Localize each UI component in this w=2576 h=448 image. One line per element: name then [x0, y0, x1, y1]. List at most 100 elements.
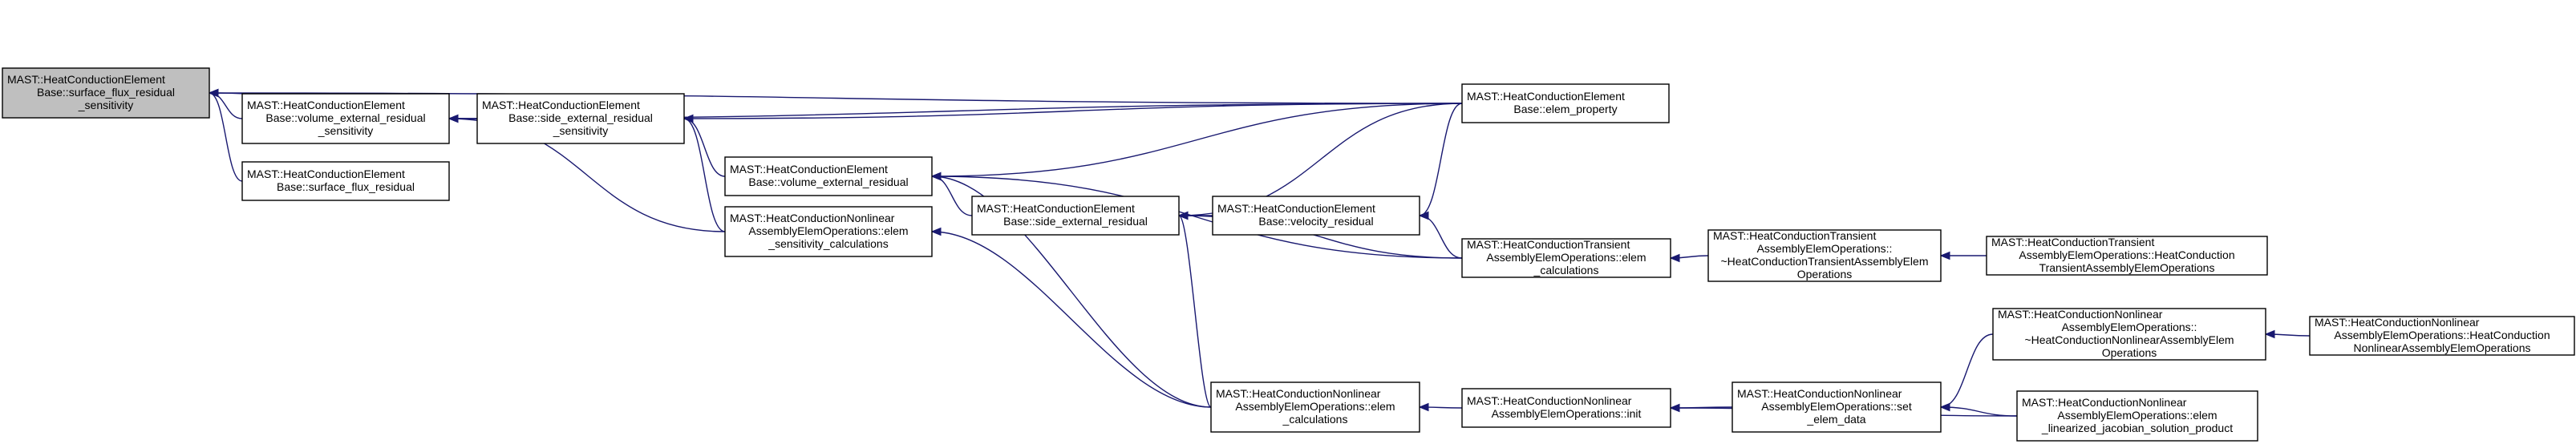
graph-node-n13[interactable]: MAST::HeatConductionNonlinearAssemblyEle…: [1732, 381, 1942, 433]
node-box: [971, 196, 1180, 236]
node-box: [241, 93, 450, 144]
node-box: [2309, 316, 2575, 356]
node-label-line: MAST::HeatConductionNonlinear: [1998, 308, 2163, 321]
arrowhead-icon: [1177, 211, 1189, 220]
node-label-line: MAST::HeatConductionElement: [977, 202, 1135, 215]
arrowhead-icon: [1669, 403, 1680, 413]
node-label-line: _elem_data: [1806, 413, 1865, 426]
arrowhead-icon: [1418, 211, 1429, 220]
edge-n14-to-n12: [1939, 251, 1987, 260]
node-label-line: MAST::HeatConductionElement: [730, 163, 888, 176]
edge-n9-to-n3: [682, 103, 1463, 123]
graph-node-n0[interactable]: MAST::HeatConductionElementBase::surface…: [2, 67, 210, 119]
node-label-line: AssemblyElemOperations::: [1757, 242, 1893, 255]
node-box: [724, 206, 933, 257]
node-label-line: AssemblyElemOperations::elem: [2057, 409, 2217, 422]
graph-node-n12[interactable]: MAST::HeatConductionTransientAssemblyEle…: [1707, 229, 1942, 282]
node-label-line: AssemblyElemOperations::: [2062, 321, 2197, 333]
node-label-line: _calculations: [1533, 264, 1599, 276]
edge-line: [1940, 333, 1994, 408]
graph-node-n2[interactable]: MAST::HeatConductionElementBase::surface…: [241, 161, 450, 201]
graph-node-n7[interactable]: MAST::HeatConductionElementBase::velocit…: [1212, 196, 1420, 236]
graph-node-n17[interactable]: MAST::HeatConductionNonlinearAssemblyEle…: [2309, 316, 2575, 356]
node-label-line: MAST::HeatConductionNonlinear: [1737, 387, 1902, 400]
node-label-line: ~HeatConductionTransientAssemblyElem: [1721, 255, 1929, 268]
node-label-line: Base::side_external_residual: [508, 111, 653, 124]
node-label-line: MAST::HeatConductionNonlinear: [2022, 396, 2187, 409]
arrowhead-icon: [208, 88, 219, 98]
node-label-line: _linearized_jacobian_solution_product: [2041, 422, 2233, 434]
edge-line: [931, 176, 1463, 259]
node-box: [1461, 388, 1671, 428]
edge-line: [683, 103, 1463, 119]
edge-line: [1419, 215, 1463, 259]
edge-n15-to-n13: [1939, 333, 1994, 412]
node-box: [1212, 196, 1420, 236]
node-label-line: Operations: [2102, 346, 2157, 359]
node-label-line: Base::surface_flux_residual: [277, 180, 415, 193]
node-box: [1992, 308, 2266, 361]
graph-node-n14[interactable]: MAST::HeatConductionTransientAssemblyEle…: [1986, 236, 2268, 276]
node-box: [1732, 381, 1942, 433]
node-box: [476, 93, 685, 144]
edge-n2-to-n0: [208, 88, 243, 182]
node-box: [241, 161, 450, 201]
graph-node-n1[interactable]: MAST::HeatConductionElementBase::volume_…: [241, 93, 450, 144]
edge-n9-to-n4: [930, 103, 1463, 181]
node-label-line: AssemblyElemOperations::set: [1761, 400, 1912, 413]
arrowhead-icon: [2264, 329, 2275, 339]
graph-node-n6[interactable]: MAST::HeatConductionElementBase::side_ex…: [971, 196, 1180, 236]
node-label-line: MAST::HeatConductionTransient: [1991, 236, 2154, 248]
node-label-line: MAST::HeatConductionElement: [1467, 90, 1625, 103]
node-label-line: MAST::HeatConductionNonlinear: [1216, 387, 1381, 400]
node-label-line: AssemblyElemOperations::init: [1492, 407, 1642, 420]
edge-n12-to-n10: [1669, 253, 1709, 263]
graph-node-n8[interactable]: MAST::HeatConductionNonlinearAssemblyEle…: [1210, 381, 1420, 433]
edge-line: [931, 176, 973, 216]
graph-node-n9[interactable]: MAST::HeatConductionElementBase::elem_pr…: [1461, 83, 1670, 123]
graph-node-n15[interactable]: MAST::HeatConductionNonlinearAssemblyEle…: [1992, 308, 2266, 361]
arrowhead-icon: [1939, 402, 1950, 412]
node-label-line: MAST::HeatConductionElement: [1217, 202, 1375, 215]
node-label-line: _sensitivity_calculations: [768, 237, 888, 250]
edge-line: [931, 176, 1212, 408]
node-box: [1986, 236, 2268, 276]
node-label-line: Base::volume_external_residual: [748, 176, 908, 188]
arrowhead-icon: [1669, 253, 1680, 263]
graph-node-n5[interactable]: MAST::HeatConductionNonlinearAssemblyEle…: [724, 206, 933, 257]
node-label-line: AssemblyElemOperations::HeatConduction: [2019, 248, 2234, 261]
edge-n11-to-n8: [1418, 402, 1463, 412]
node-label-line: MAST::HeatConductionTransient: [1467, 238, 1630, 251]
node-label-line: _sensitivity: [318, 124, 373, 137]
edge-line: [209, 92, 243, 182]
node-label-line: MAST::HeatConductionNonlinear: [2315, 316, 2480, 329]
edge-n5-to-n3: [682, 114, 726, 232]
node-label-line: MAST::HeatConductionElement: [247, 99, 405, 111]
node-label-line: MAST::HeatConductionElement: [7, 73, 165, 86]
node-label-line: Base::elem_property: [1513, 103, 1617, 115]
edge-line: [209, 92, 1463, 104]
node-label-line: AssemblyElemOperations::HeatConduction: [2334, 329, 2550, 341]
edge-line: [1419, 103, 1463, 216]
arrowhead-icon: [448, 114, 459, 123]
edge-line: [1178, 215, 1212, 408]
edge-line: [931, 103, 1463, 177]
node-box: [1461, 83, 1670, 123]
edge-line: [931, 231, 1212, 408]
node-label-line: TransientAssemblyElemOperations: [2039, 261, 2215, 274]
node-label-line: AssemblyElemOperations::elem: [1486, 251, 1646, 264]
graph-node-n10[interactable]: MAST::HeatConductionTransientAssemblyEle…: [1461, 238, 1671, 278]
edge-line: [1940, 406, 2018, 417]
edge-n4-to-n3: [682, 114, 726, 177]
graph-node-n16[interactable]: MAST::HeatConductionNonlinearAssemblyEle…: [2016, 390, 2258, 442]
graph-node-n3[interactable]: MAST::HeatConductionElementBase::side_ex…: [476, 93, 685, 144]
graph-node-n4[interactable]: MAST::HeatConductionElementBase::volume_…: [724, 156, 933, 196]
arrowhead-icon: [1418, 402, 1429, 412]
graph-node-n11[interactable]: MAST::HeatConductionNonlinearAssemblyEle…: [1461, 388, 1671, 428]
edge-line: [683, 118, 726, 177]
node-label-line: AssemblyElemOperations::elem: [748, 224, 908, 237]
arrowhead-icon: [1939, 251, 1950, 260]
node-box: [2016, 390, 2258, 442]
node-box: [2, 67, 210, 119]
